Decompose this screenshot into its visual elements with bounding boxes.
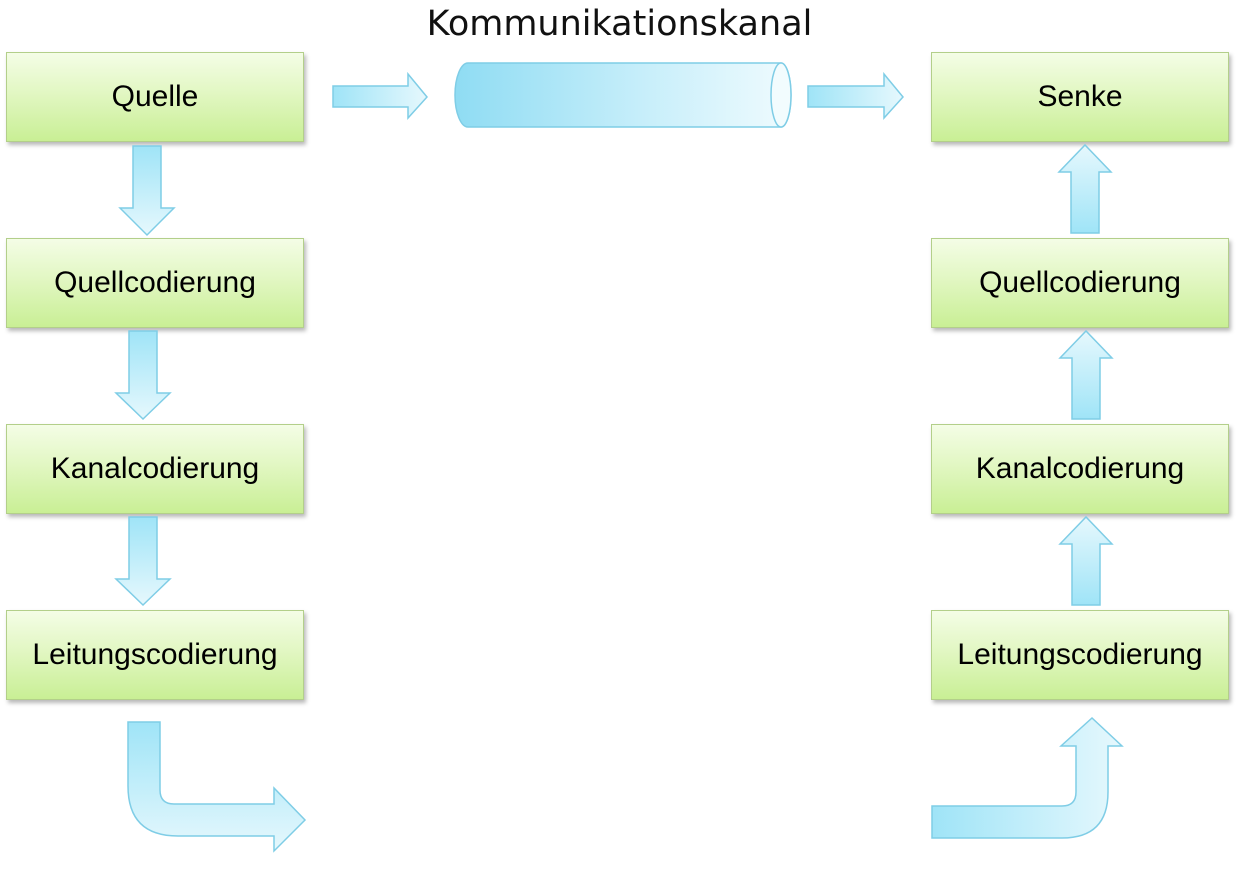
receiver-sink-box: Senke: [931, 52, 1229, 142]
arrow-up-icon: [1058, 515, 1114, 606]
arrow-right-icon: [332, 71, 428, 120]
bent-arrow-right-icon: [127, 721, 307, 853]
arrow-up-icon: [1057, 143, 1113, 234]
sender-channel-coding-box: Kanalcodierung: [6, 424, 304, 514]
channel-cylinder-icon: [454, 62, 792, 128]
receiver-line-coding-box: Leitungscodierung: [931, 610, 1229, 700]
diagram-title: Kommunikationskanal: [426, 4, 813, 44]
arrow-right-icon: [807, 71, 904, 120]
bent-arrow-up-icon: [931, 716, 1124, 839]
sender-line-coding-box: Leitungscodierung: [6, 610, 304, 700]
receiver-source-coding-box: Quellcodierung: [931, 238, 1229, 328]
sender-source-coding-box: Quellcodierung: [6, 238, 304, 328]
sender-source-box: Quelle: [6, 52, 304, 142]
arrow-down-icon: [118, 145, 176, 237]
arrow-down-icon: [114, 516, 172, 607]
arrow-down-icon: [114, 330, 172, 421]
arrow-up-icon: [1058, 329, 1114, 420]
receiver-channel-coding-box: Kanalcodierung: [931, 424, 1229, 514]
